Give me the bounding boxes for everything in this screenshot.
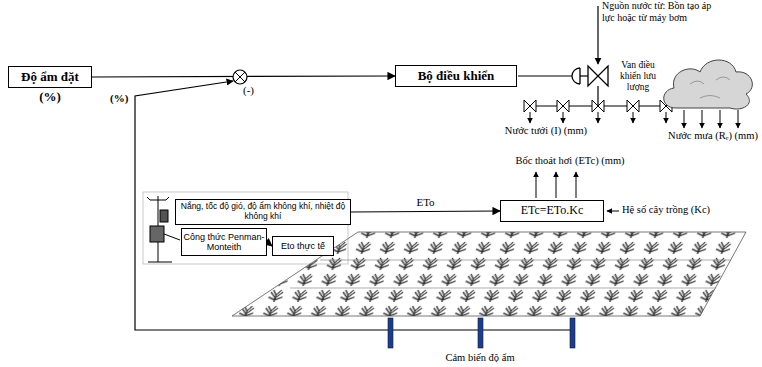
- evaporation-arrows: [536, 172, 576, 198]
- rain-cloud: [664, 60, 753, 109]
- rain-arrows: [684, 110, 738, 128]
- crop-coefficient-label: Hệ số cây trồng (Kc): [622, 204, 757, 216]
- box-subtext: (%): [9, 90, 91, 105]
- etc-formula-box: ETc=ETo.Kc: [500, 200, 604, 222]
- eto-box: Eto thực tế: [272, 236, 334, 256]
- source-pipe: [597, 6, 598, 64]
- box-text: Công thức Penman-Monteith: [182, 232, 266, 253]
- formula-box: Công thức Penman-Monteith: [181, 228, 267, 256]
- crop-field: [232, 232, 746, 316]
- box-text: Độ ẩm đặt: [21, 70, 79, 85]
- irrigation-arrows: [530, 112, 666, 123]
- source-label: Nguồn nước từ: Bồn tạo áp lực hoặc từ má…: [602, 0, 712, 23]
- summing-cross: [235, 72, 245, 82]
- controller-box: Bộ điều khiển: [395, 65, 517, 87]
- box-text: Nắng, tốc độ gió, độ ẩm không khí, nhiệt…: [176, 202, 350, 222]
- summing-junction: [233, 70, 247, 84]
- weather-input-box: Nắng, tốc độ gió, độ ẩm không khí, nhiệt…: [175, 199, 351, 225]
- sign-label: (-): [243, 84, 267, 97]
- rain-label: Nước mưa (Rₑ) (mm): [668, 130, 758, 142]
- field-rows: [290, 260, 731, 288]
- moisture-sensors: [388, 318, 575, 348]
- valve-label: Van điều khiển lưu lượng: [612, 60, 664, 93]
- control-valve: [588, 66, 608, 86]
- connector-arrow: [351, 211, 500, 212]
- evaporation-label: Bốc thoát hơi (ETc) (mm): [470, 155, 670, 167]
- box-text: ETc=ETo.Kc: [521, 204, 584, 218]
- setpoint-box: Độ ẩm đặt(%): [8, 66, 92, 88]
- valve-actuator: [572, 68, 580, 84]
- control-signal-line: [518, 75, 572, 76]
- unit-label: (%): [110, 92, 134, 105]
- sensor-label: Cảm biến độ ẩm: [420, 352, 540, 364]
- box-text: Eto thực tế: [281, 241, 325, 251]
- irrigation-outlets: [524, 100, 672, 112]
- box-text: Bộ điều khiển: [418, 69, 495, 84]
- irrigation-label: Nước tưới (I) (mm): [500, 125, 592, 137]
- kc-arrow: [607, 211, 619, 212]
- edge-label: ETo: [414, 196, 436, 208]
- cloud-swirls: [690, 77, 730, 98]
